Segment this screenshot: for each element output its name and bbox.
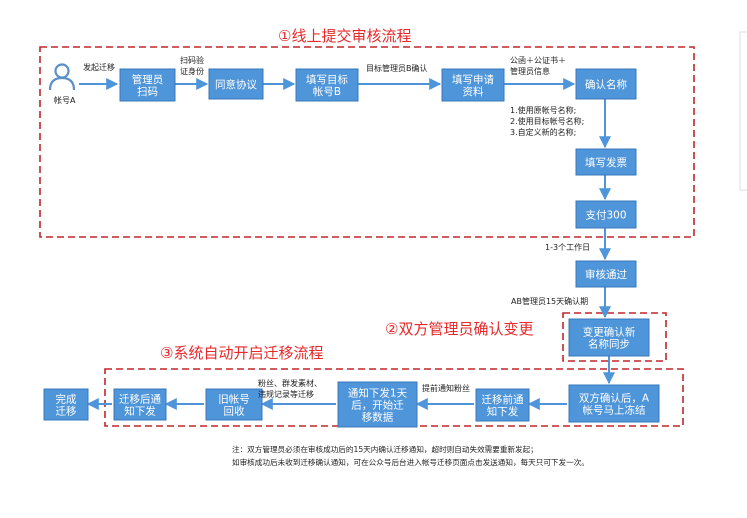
note-line-1: 注：双方管理员必须在审核成功后的15天内确认迁移通知，超时则自动失效需要重新发起… [232, 444, 538, 454]
box-recycle-shape [205, 388, 263, 421]
box-approved-text-1: 审核通过 [585, 268, 627, 281]
box-fill-info-shape [441, 68, 505, 102]
frame-section2 [562, 312, 667, 362]
box-confirm-name-text-1: 确认名称 [585, 78, 627, 91]
label-name-option-2: 2.使用目标帐号名称; [510, 116, 584, 126]
frame-section1 [39, 46, 695, 238]
label-scan-verify-2: 证身份 [180, 66, 204, 76]
box-change-confirm-shape [568, 318, 650, 357]
box-invoice-shape [575, 148, 637, 176]
box-admin-scan-shape [119, 68, 176, 102]
section3-title: ③系统自动开启迁移流程 [160, 344, 323, 362]
box-fill-target-text-1: 填写目标 [306, 73, 348, 86]
label-initiate: 发起迁移 [83, 62, 115, 72]
arrows [79, 78, 615, 410]
label-migrate-items-1: 粉丝、群发素材、 [258, 378, 322, 388]
box-confirm-name: 确认名称 [575, 68, 637, 100]
box-pre-notice-shape [475, 388, 530, 422]
box-pre-notice-text-1: 迁移前通 [482, 393, 524, 406]
label-name-option-1: 1.使用原帐号名称; [510, 105, 576, 115]
box-change-confirm-text-1: 变更确认新 [583, 326, 636, 339]
box-confirm-name-shape [575, 68, 637, 100]
box-post-notice-shape [113, 388, 167, 421]
label-migrate-items-2: 违规记录等迁移 [258, 389, 314, 399]
label-b-confirm: 目标管理员B确认 [366, 63, 428, 73]
label-workdays: 1-3个工作日 [545, 242, 590, 252]
box-done-shape [43, 388, 89, 421]
box-admin-scan-text-2: 扫码 [137, 85, 158, 98]
label-notify-fans: 提前通知粉丝 [422, 383, 470, 393]
box-done-text-1: 完成 [56, 393, 77, 406]
box-approved-shape [575, 260, 637, 288]
box-pay-shape [575, 200, 637, 229]
frames [39, 46, 695, 427]
box-freeze-shape [568, 384, 660, 423]
box-fill-info-text-1: 填写申请 [452, 73, 494, 86]
label-name-option-3: 3.自定义新的名称; [510, 127, 576, 137]
box-start-migrate-text-2: 后，开始迁 [351, 399, 404, 412]
box-start-migrate-shape [337, 381, 418, 428]
box-recycle-text-1: 旧帐号 [218, 393, 250, 406]
label-docs-2: 管理员信息 [510, 66, 550, 76]
box-freeze-text-2: 帐号马上冻结 [583, 404, 646, 417]
box-done-text-2: 迁移 [56, 405, 77, 418]
box-agree-shape [208, 68, 264, 100]
label-ab-confirm: AB管理员15天确认期 [511, 296, 588, 306]
box-recycle-text-2: 回收 [224, 405, 245, 418]
box-start-migrate-text-1: 通知下发1天 [348, 387, 408, 400]
box-freeze-text-1: 双方确认后，A [579, 392, 650, 405]
label-docs-1: 公函＋公证书＋ [510, 55, 566, 65]
box-pay: 支付300 [575, 200, 637, 229]
label-scan-verify-1: 扫码验 [180, 55, 204, 65]
box-invoice-text-1: 填写发票 [585, 156, 627, 169]
box-pre-notice-text-2: 知下发 [487, 405, 519, 418]
box-post-notice-text-2: 知下发 [124, 405, 156, 418]
section2-title: ②双方管理员确认变更 [385, 320, 533, 338]
box-fill-info-text-2: 资料 [463, 85, 484, 98]
box-agree: 同意协议 [208, 68, 264, 100]
side-panel [739, 31, 747, 191]
box-pay-text-1: 支付300 [585, 209, 626, 222]
user-label: 帐号A [54, 95, 76, 105]
box-fill-target-text-2: 帐号B [313, 85, 341, 98]
box-admin-scan-text-1: 管理员 [132, 73, 164, 86]
box-agree-text-1: 同意协议 [215, 78, 257, 91]
box-approved: 审核通过 [575, 260, 637, 288]
box-start-migrate-text-3: 移数据 [362, 411, 394, 424]
user-icon [48, 63, 76, 91]
box-invoice: 填写发票 [575, 148, 637, 176]
note-line-2: 如审核成功后未收到迁移确认通知，可在公众号后台进入帐号迁移页面点击发送通知，每天… [232, 457, 589, 467]
box-post-notice-text-1: 迁移后通 [119, 393, 161, 406]
box-fill-target-shape [295, 68, 359, 102]
box-change-confirm-text-2: 名称同步 [588, 338, 630, 351]
section1-title: ①线上提交审核流程 [278, 27, 411, 45]
